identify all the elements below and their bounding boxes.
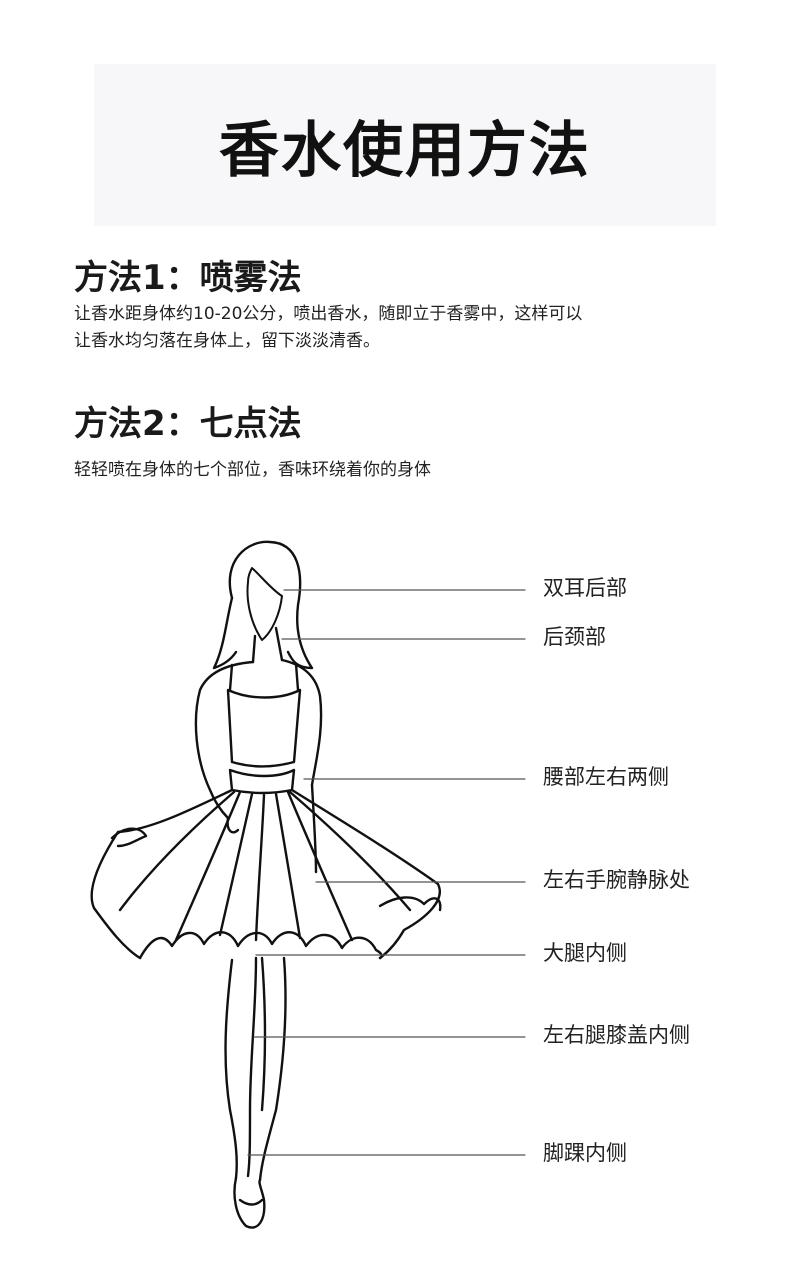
top-outline — [226, 688, 302, 768]
neck-left — [251, 634, 257, 664]
right-arm — [280, 658, 323, 787]
left-leg-inner — [246, 956, 258, 1178]
point-label-ear: 双耳后部 — [543, 576, 627, 600]
hair-outline — [228, 540, 314, 670]
skirt-pleat — [218, 792, 254, 937]
strap-left — [228, 663, 234, 692]
right-leg-outer — [258, 956, 287, 1182]
waist-band — [228, 768, 296, 795]
point-label-neck: 后颈部 — [543, 625, 606, 649]
left-leg — [224, 958, 238, 1180]
neck-right — [274, 626, 284, 662]
point-label-knee: 左右腿膝盖内侧 — [543, 1023, 690, 1047]
skirt-ruffle-hem — [138, 931, 383, 960]
skirt-pleat — [254, 793, 266, 942]
face-outline — [246, 567, 283, 641]
skirt-pleat — [286, 790, 354, 942]
skirt-outline-left — [90, 788, 234, 960]
left-hand — [226, 816, 240, 834]
point-label-ankle: 脚踝内侧 — [543, 1141, 627, 1165]
point-label-wrist: 左右手腕静脉处 — [543, 868, 690, 892]
method1-description: 让香水距身体约10-20公分，喷出香水，随即立于香雾中，这样可以 让香水均匀落在… — [74, 301, 714, 355]
skirt-ruffle-top-left — [110, 827, 148, 848]
skirt-pleat — [174, 790, 242, 942]
method2-title: 方法2：七点法 — [74, 404, 302, 444]
left-arm — [194, 660, 255, 820]
skirt-ruffle-right — [378, 896, 442, 912]
point-label-thigh: 大腿内侧 — [543, 941, 627, 965]
foot-shoe-sole — [238, 1198, 264, 1206]
body-figure-illustration — [90, 540, 526, 1229]
right-hand — [310, 783, 318, 874]
skirt-pleat — [118, 790, 236, 912]
title-banner: 香水使用方法 — [94, 64, 716, 226]
method1-desc-line2: 让香水均匀落在身体上，留下淡淡清香。 — [74, 331, 380, 351]
page-title: 香水使用方法 — [219, 115, 591, 186]
method1-desc-line1: 让香水距身体约10-20公分，喷出香水，随即立于香雾中，这样可以 — [74, 304, 583, 324]
right-leg — [260, 956, 267, 1112]
skirt-pleat — [274, 792, 302, 940]
method1-title: 方法1：喷雾法 — [74, 258, 302, 298]
skirt-pleat — [288, 790, 412, 912]
foot-shoe — [233, 1176, 266, 1229]
strap-right — [294, 662, 300, 692]
skirt-outline-right — [290, 788, 441, 960]
method2-description: 轻轻喷在身体的七个部位，香味环绕着你的身体 — [74, 460, 431, 480]
point-label-waist: 腰部左右两侧 — [543, 765, 669, 789]
hair-left — [212, 596, 238, 670]
